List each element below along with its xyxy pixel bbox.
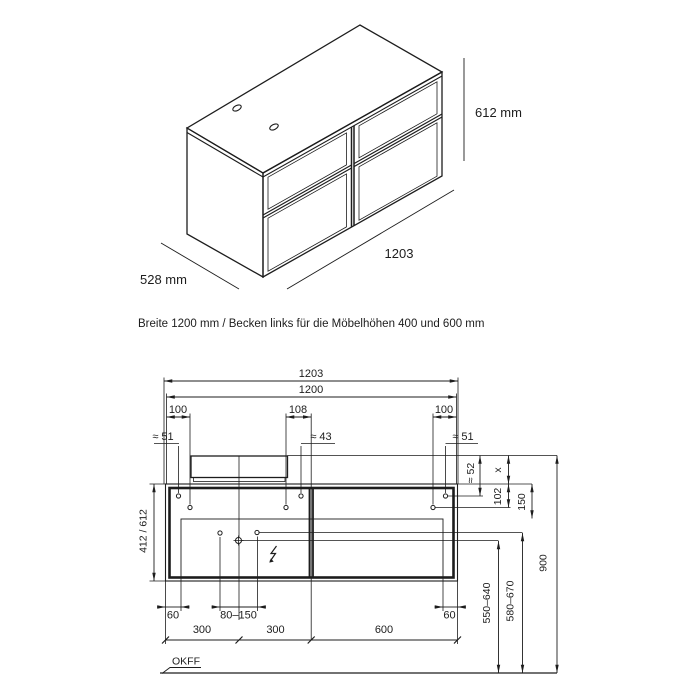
faucet-hole-icon <box>269 123 279 131</box>
front-elevation-view: 1203 1200 100 108 100 ≈ 51 ≈ 43 ≈ 51 ≈ 5… <box>138 368 559 674</box>
dim-supply-height: 580–670 <box>505 580 517 621</box>
mounting-hole-dot <box>175 493 182 499</box>
electrical-connection-arrow <box>269 558 274 563</box>
dim-inset-right: 60 <box>443 610 455 622</box>
dim-approx-left: ≈ 51 <box>152 431 173 443</box>
extension-lines <box>149 377 557 644</box>
floor-level-label: OKFF <box>172 656 200 668</box>
mounting-hole-dot <box>283 504 289 511</box>
dim-approx-52: ≈ 52 <box>465 463 477 484</box>
dim-seg2: 300 <box>266 624 284 636</box>
dim-102: 102 <box>492 488 504 506</box>
dim-total-width: 1203 <box>299 368 323 380</box>
dim-offset-mid: 108 <box>289 404 307 416</box>
caption-text: Breite 1200 mm / Becken links für die Mö… <box>138 318 484 330</box>
mounting-hole-dot <box>430 504 436 511</box>
chain-tick <box>161 636 462 644</box>
dim-cabinet-height: 412 / 612 <box>138 509 150 553</box>
faucet-hole-icon <box>232 104 242 112</box>
dim-offset-left: 100 <box>169 404 187 416</box>
dim-faucet-span: 80–150 <box>220 610 257 622</box>
cabinet-top-thickness-edge <box>186 75 443 178</box>
dim-inset-left: 60 <box>167 610 179 622</box>
iso-width-label: 1203 <box>385 246 414 261</box>
water-supply-connection <box>217 530 223 536</box>
dim-offset-right: 100 <box>435 404 453 416</box>
drawer-front-bottom-right <box>358 122 438 221</box>
mounting-hole-dot <box>298 493 304 499</box>
drain-connection-cross <box>233 535 244 546</box>
iso-depth-dim-line <box>160 242 240 290</box>
isometric-view: 612 mm 1203 528 mm <box>140 24 522 290</box>
dim-x: x <box>492 467 504 473</box>
installation-zone-hatch <box>180 518 444 578</box>
floor-level-symbol <box>161 667 201 674</box>
water-supply-connection <box>254 529 260 536</box>
drawer-front-top-left <box>267 132 347 210</box>
dim-approx-mid: ≈ 43 <box>310 431 331 443</box>
electrical-connection-icon <box>269 545 277 562</box>
drawer-front-top-right <box>358 81 438 159</box>
drawer-gap-vertical <box>350 125 355 227</box>
dim-approx-right: ≈ 51 <box>452 431 473 443</box>
cabinet-left-panel <box>186 126 264 279</box>
dim-150: 150 <box>516 493 528 511</box>
mounting-hole-dot <box>442 493 449 499</box>
cabinet-front-face <box>262 70 443 279</box>
iso-height-label: 612 mm <box>475 105 522 120</box>
dim-body-width: 1200 <box>299 384 323 396</box>
dim-total-height: 900 <box>538 554 550 572</box>
drawer-front-bottom-left <box>267 173 347 272</box>
drawer-gap-left <box>262 164 352 219</box>
dim-seg3: 600 <box>375 624 393 636</box>
dim-seg1: 300 <box>193 624 211 636</box>
iso-depth-label: 528 mm <box>140 272 187 287</box>
dimension-lines <box>152 379 559 674</box>
iso-width-dim-line <box>286 189 455 290</box>
mounting-hole-dot <box>187 504 193 511</box>
drawer-gap-right <box>353 113 443 168</box>
dim-drain-height: 550–640 <box>481 582 493 623</box>
